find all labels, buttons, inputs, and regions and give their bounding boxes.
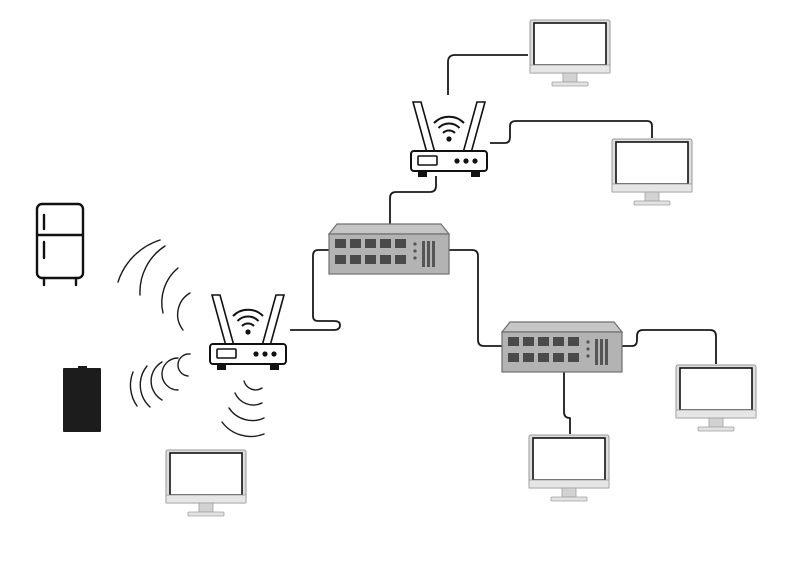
wireless-signal-waves [117,239,265,438]
monitor-icon-top-1[interactable] [529,19,611,87]
monitor-icon-left[interactable] [165,449,247,517]
wifi-waves-to-phone [129,353,191,408]
network-switch-main[interactable] [328,223,450,275]
wireless-router-left[interactable] [209,294,287,371]
wifi-waves-to-fridge [117,239,191,331]
cable-links [290,54,717,434]
wireless-router-top[interactable] [410,101,488,178]
wifi-waves-to-monitor-left [221,380,265,438]
cable-switch-main-router-left [290,249,341,331]
cable-switch-lower-monitor-lower [563,372,571,434]
cable-router-top-monitor-top-2 [490,120,653,144]
monitor-icon-top-2[interactable] [611,138,693,206]
fridge-icon[interactable] [35,202,85,287]
cable-switch-main-switch-lower [448,249,502,347]
cable-switch-main-router-top [389,176,437,224]
cable-router-top-monitor-top-1 [447,54,528,95]
smartphone-icon[interactable] [63,366,101,432]
cable-switch-lower-monitor-right [620,329,717,364]
monitor-icon-right[interactable] [675,364,757,432]
network-switch-lower[interactable] [501,321,623,373]
monitor-icon-lower[interactable] [528,434,610,502]
